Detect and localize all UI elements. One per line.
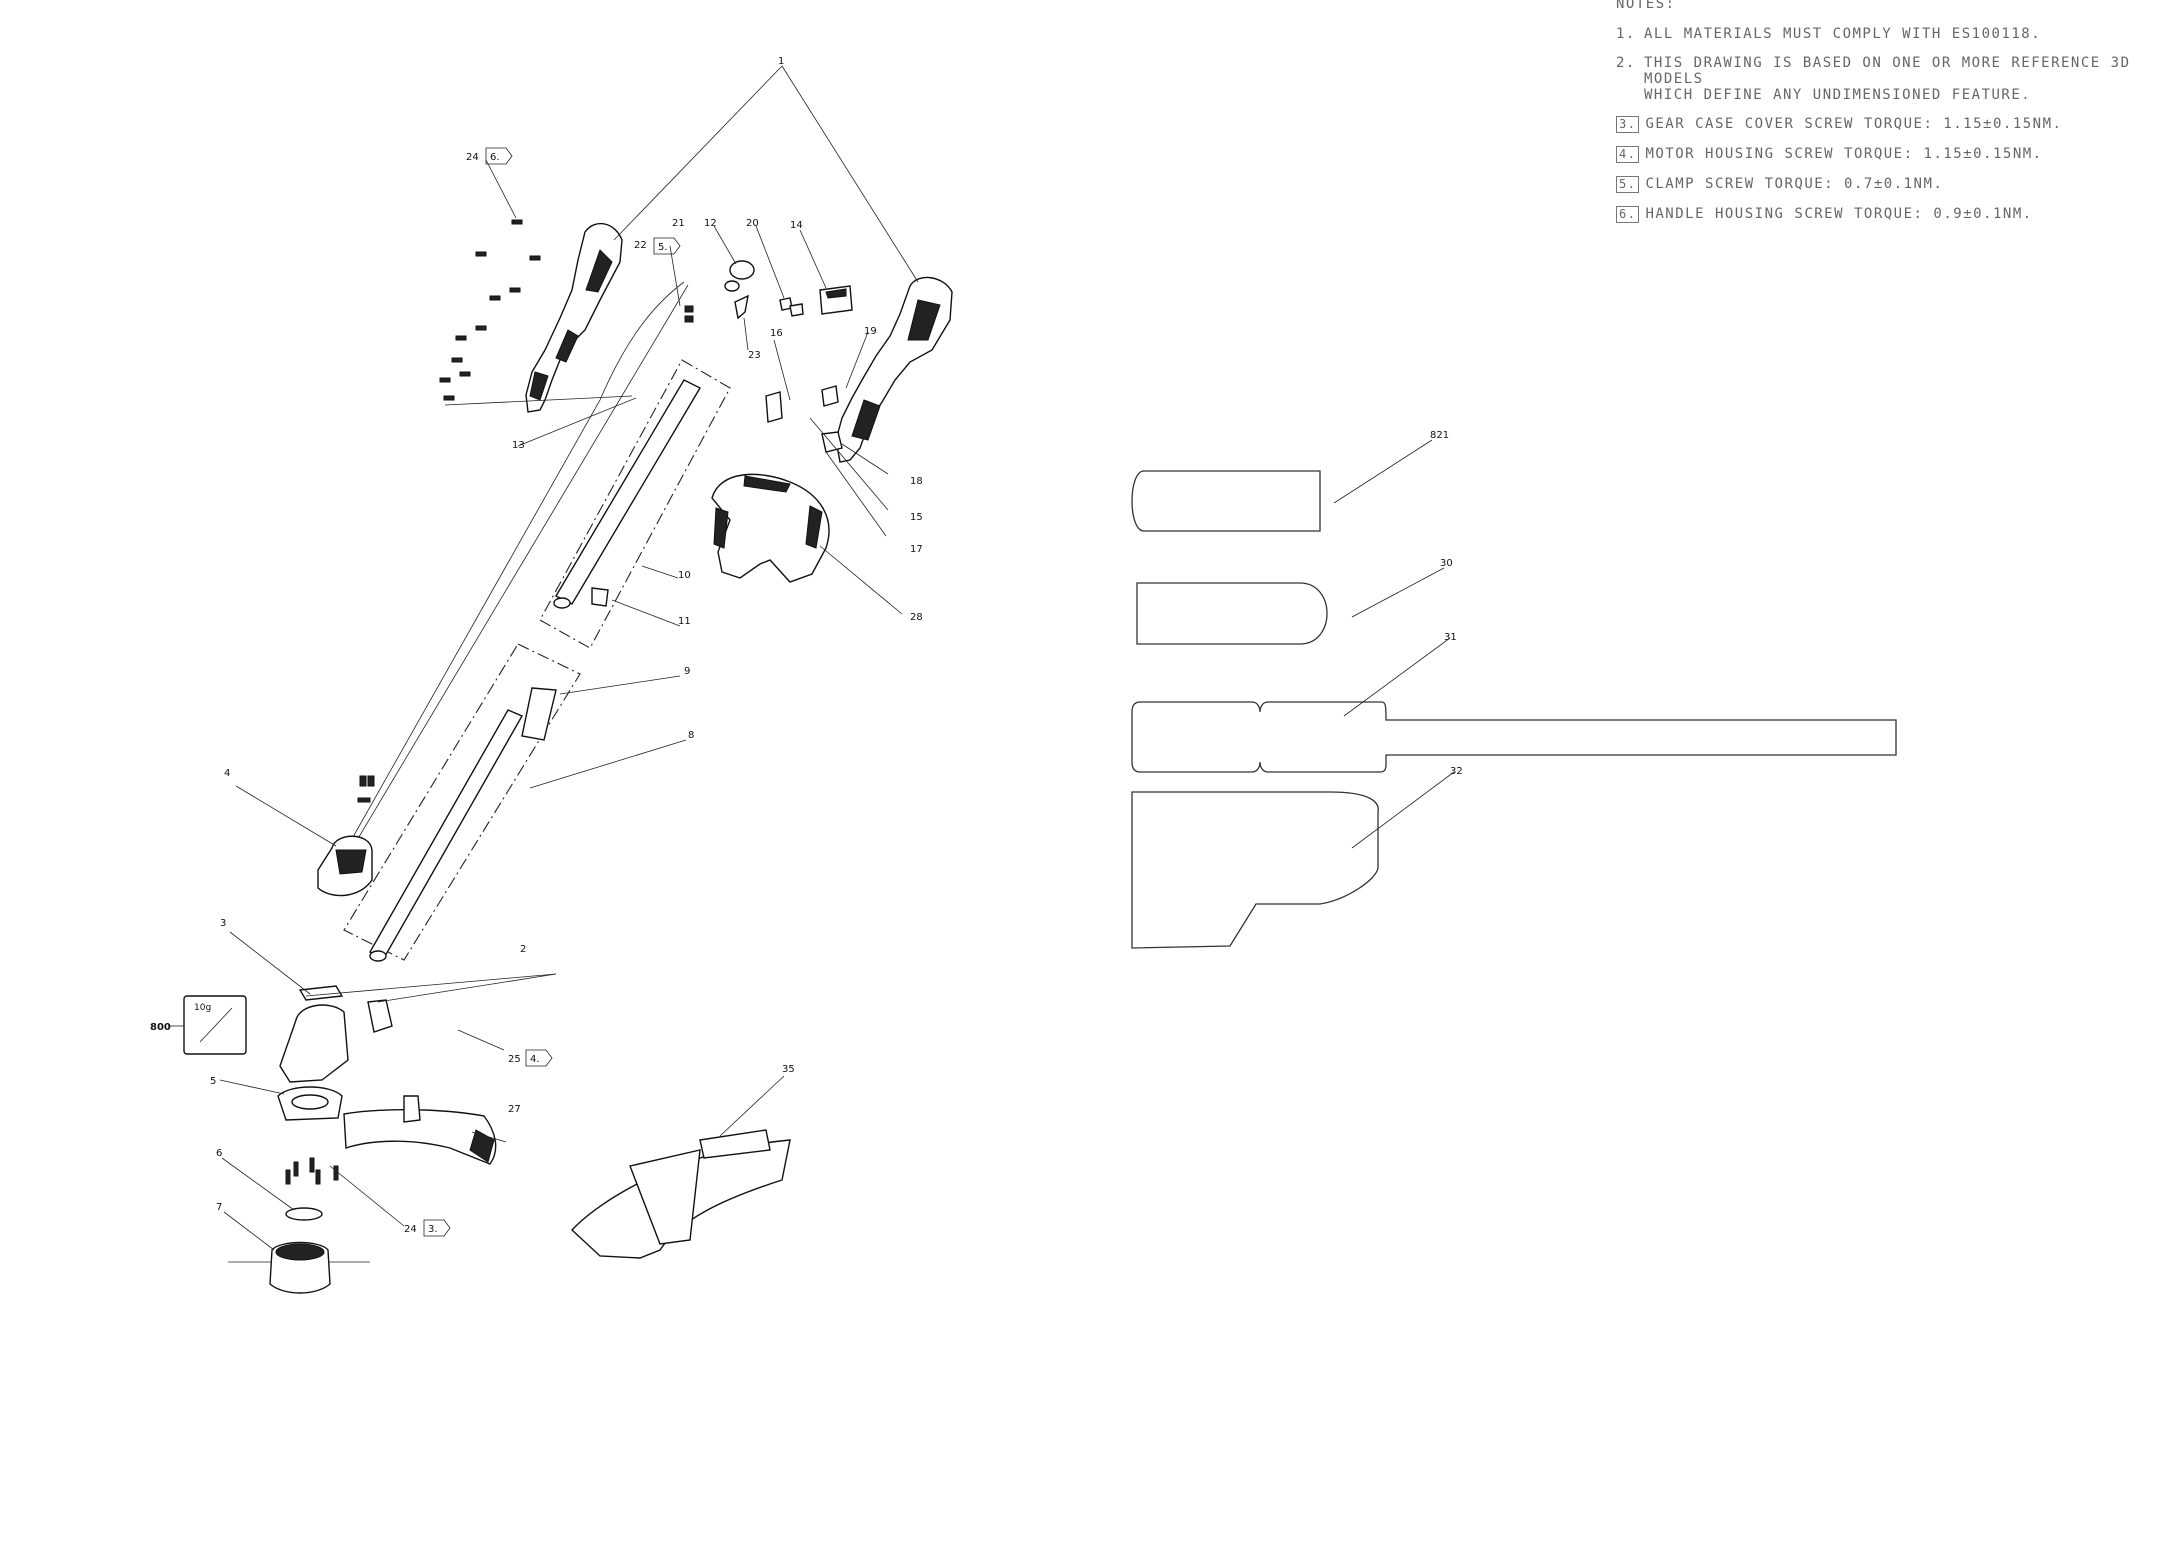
note-item: 6. HANDLE HOUSING SCREW TORQUE: 0.9±0.1NM… (1616, 206, 2175, 223)
balloon-15: 15 (910, 512, 923, 523)
balloon-22: 22 (634, 240, 647, 251)
note-item: 4. MOTOR HOUSING SCREW TORQUE: 1.15±0.15N… (1616, 146, 2175, 163)
balloon-25: 25 (508, 1054, 521, 1065)
balloon-2: 2 (520, 944, 526, 955)
note-item: 3. GEAR CASE COVER SCREW TORQUE: 1.15±0.1… (1616, 116, 2175, 133)
balloon-7: 7 (216, 1202, 222, 1213)
note-number: 2. (1616, 55, 1636, 71)
note-text: MOTOR HOUSING SCREW TORQUE: 1.15±0.15NM. (1645, 146, 2043, 162)
flag-4: 4. (530, 1054, 540, 1065)
drive-cable (339, 281, 689, 863)
balloon-1: 1 (778, 56, 784, 67)
lower-tube-assembly (343, 395, 633, 962)
note-text: CLAMP SCREW TORQUE: 0.7±0.1NM. (1645, 176, 1944, 192)
flag-3: 3. (428, 1224, 438, 1235)
handle-housing-right (835, 276, 953, 463)
balloon-4: 4 (224, 768, 230, 779)
balloon-18: 18 (910, 476, 923, 487)
note-flag: 5. (1616, 176, 1640, 193)
spool-assembly (228, 1157, 370, 1294)
balloon-5: 5 (210, 1076, 216, 1087)
balloon-9: 9 (684, 666, 690, 677)
balloon-14: 14 (790, 220, 803, 231)
balloon-19: 19 (864, 326, 877, 337)
note-item: 2. THIS DRAWING IS BASED ON ONE OR MORE R… (1616, 55, 2175, 103)
balloon-32: 32 (1450, 766, 1463, 777)
torque-flags: 6. 5. 4. 3. (423, 147, 681, 1237)
bottom-guard (571, 1129, 791, 1259)
balloon-16: 16 (770, 328, 783, 339)
note-text: THIS DRAWING IS BASED ON ONE OR MORE REF… (1644, 55, 2131, 103)
loop-handle (711, 473, 830, 583)
flag-6: 6. (490, 152, 500, 163)
balloon-10: 10 (678, 570, 691, 581)
balloon-labels: 1 24 21 12 20 14 22 16 19 23 13 18 15 17… (150, 56, 1463, 1235)
balloon-12: 12 (704, 218, 717, 229)
label-821 (1131, 470, 1321, 532)
note-text: GEAR CASE COVER SCREW TORQUE: 1.15±0.15N… (1645, 116, 2063, 132)
note-item: 5. CLAMP SCREW TORQUE: 0.7±0.1NM. (1616, 176, 2175, 193)
balloon-821: 821 (1430, 430, 1449, 441)
note-flag: 6. (1616, 206, 1640, 223)
note-flag: 4. (1616, 146, 1640, 163)
gear-case (277, 985, 393, 1121)
balloon-31: 31 (1444, 632, 1457, 643)
label-31 (1131, 701, 1897, 773)
balloon-28: 28 (910, 612, 923, 623)
balloon-24-top: 24 (466, 152, 479, 163)
small-parts-handle (684, 260, 853, 453)
flag-5: 5. (658, 242, 668, 253)
guard-shield (343, 1095, 497, 1165)
upper-tube-assembly (539, 359, 731, 649)
handle-housing-left (525, 222, 623, 413)
leader-lines (219, 65, 1455, 1251)
note-item: 1. ALL MATERIALS MUST COMPLY WITH ES10011… (1616, 26, 2175, 42)
balloon-35: 35 (782, 1064, 795, 1075)
notes-block: NOTES: 1. ALL MATERIALS MUST COMPLY WITH … (1616, 0, 2175, 236)
grease-amount-label: 10g (194, 1003, 211, 1013)
label-30 (1136, 582, 1328, 645)
balloon-800: 800 (150, 1022, 171, 1033)
note-text: HANDLE HOUSING SCREW TORQUE: 0.9±0.1NM. (1645, 206, 2033, 222)
screw-group-handle (439, 219, 541, 401)
notes-heading: NOTES: (1616, 0, 1676, 12)
note-flag: 3. (1616, 116, 1640, 133)
note-number: 1. (1616, 26, 1636, 42)
balloon-30: 30 (1440, 558, 1453, 569)
motor-housing (317, 775, 375, 897)
balloon-8: 8 (688, 730, 694, 741)
balloon-20: 20 (746, 218, 759, 229)
grease-box: 10g (168, 995, 247, 1055)
balloon-24-bottom: 24 (404, 1224, 417, 1235)
label-32 (1131, 791, 1379, 949)
balloon-11: 11 (678, 616, 691, 627)
balloon-23: 23 (748, 350, 761, 361)
balloon-27: 27 (508, 1104, 521, 1115)
note-text: ALL MATERIALS MUST COMPLY WITH ES100118. (1644, 26, 2042, 42)
balloon-6: 6 (216, 1148, 222, 1159)
balloon-17: 17 (910, 544, 923, 555)
balloon-3: 3 (220, 918, 226, 929)
balloon-21: 21 (672, 218, 685, 229)
balloon-13: 13 (512, 440, 525, 451)
